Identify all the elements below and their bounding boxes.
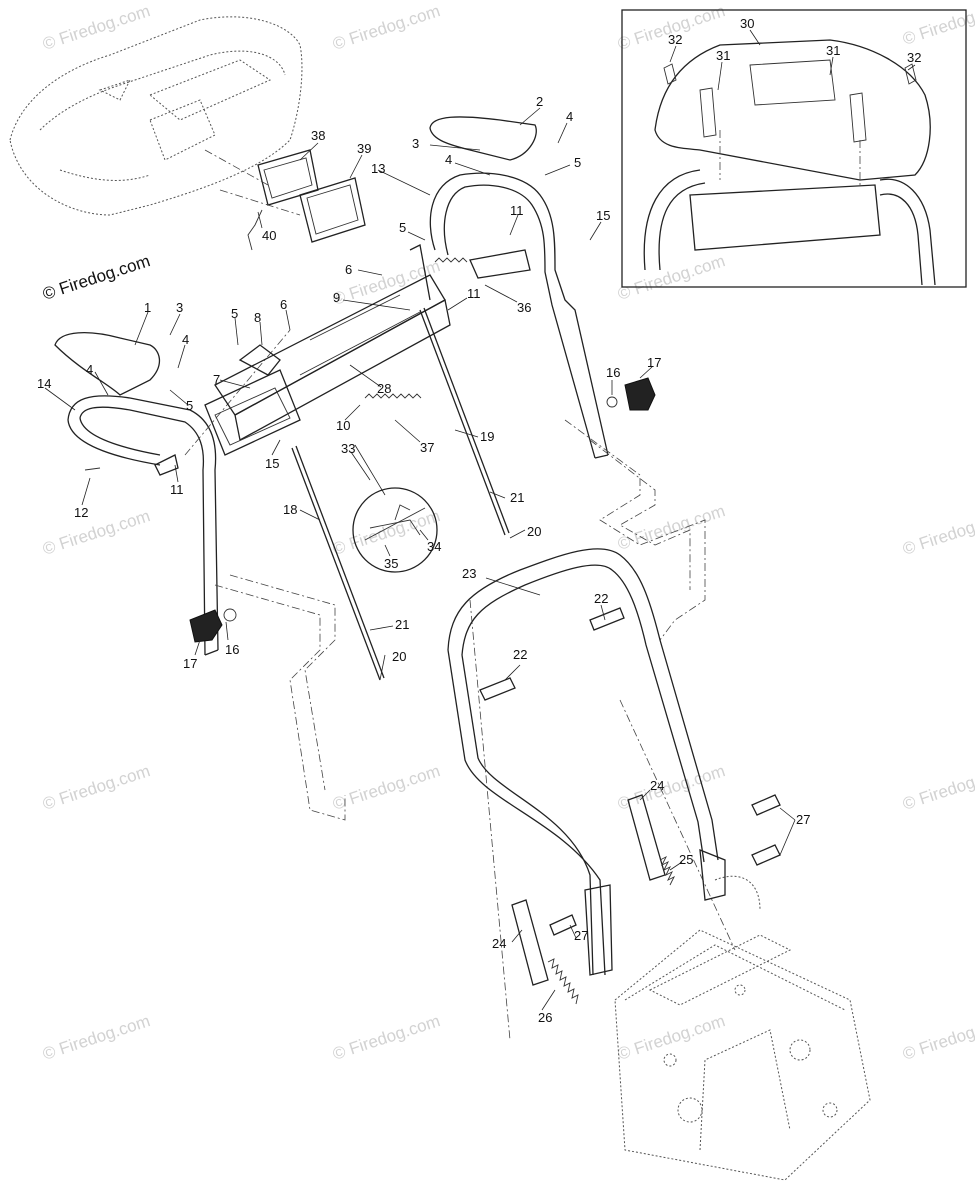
right-handle-assembly bbox=[429, 116, 656, 459]
callout-6: 6 bbox=[280, 297, 287, 312]
watermark: © Firedog.com bbox=[330, 1, 442, 54]
watermark: © Firedog.com bbox=[615, 501, 727, 554]
callout-24: 24 bbox=[492, 936, 506, 951]
callout-26: 26 bbox=[538, 1010, 552, 1025]
callout-11: 11 bbox=[170, 482, 184, 497]
callout-13: 13 bbox=[371, 161, 385, 176]
callout-40: 40 bbox=[262, 228, 276, 243]
callout-21: 21 bbox=[510, 490, 524, 505]
callout-31: 31 bbox=[716, 48, 730, 63]
watermark: © Firedog.com bbox=[40, 1011, 152, 1064]
callout-17: 17 bbox=[183, 656, 197, 671]
detail-inset-circle bbox=[352, 444, 438, 573]
callout-24: 24 bbox=[650, 778, 664, 793]
callout-14: 14 bbox=[37, 376, 51, 391]
callout-5: 5 bbox=[231, 306, 238, 321]
callout-25: 25 bbox=[679, 852, 693, 867]
callout-22: 22 bbox=[594, 591, 608, 606]
brand-label: © Firedog.com bbox=[40, 251, 152, 304]
callout-32: 32 bbox=[668, 32, 682, 47]
callout-39: 39 bbox=[357, 141, 371, 156]
watermark: © Firedog.com bbox=[900, 1011, 975, 1064]
callout-27: 27 bbox=[574, 928, 588, 943]
callout-21: 21 bbox=[395, 617, 409, 632]
callout-33: 33 bbox=[341, 441, 355, 456]
callout-4: 4 bbox=[445, 152, 452, 167]
callout-9: 9 bbox=[333, 290, 340, 305]
callout-11: 11 bbox=[467, 286, 481, 301]
callout-23: 23 bbox=[462, 566, 476, 581]
leader-lines bbox=[44, 29, 916, 1011]
callout-12: 12 bbox=[74, 505, 88, 520]
watermark: © Firedog.com bbox=[615, 251, 727, 304]
callout-16: 16 bbox=[225, 642, 239, 657]
watermark: © Firedog.com bbox=[40, 1, 152, 54]
callout-35: 35 bbox=[384, 556, 398, 571]
callout-16: 16 bbox=[606, 365, 620, 380]
callout-20: 20 bbox=[527, 524, 541, 539]
callout-37: 37 bbox=[420, 440, 434, 455]
callout-6: 6 bbox=[345, 262, 352, 277]
callout-4: 4 bbox=[182, 332, 189, 347]
callout-27: 27 bbox=[796, 812, 810, 827]
callout-5: 5 bbox=[186, 398, 193, 413]
chassis-housing bbox=[614, 875, 871, 1181]
callout-5: 5 bbox=[574, 155, 581, 170]
callout-30: 30 bbox=[740, 16, 754, 31]
left-handle-assembly bbox=[54, 329, 291, 656]
callout-36: 36 bbox=[517, 300, 531, 315]
callout-18: 18 bbox=[283, 502, 297, 517]
callout-17: 17 bbox=[647, 355, 661, 370]
callout-8: 8 bbox=[254, 310, 261, 325]
callout-19: 19 bbox=[480, 429, 494, 444]
watermark: © Firedog.com bbox=[615, 761, 727, 814]
callout-5: 5 bbox=[399, 220, 406, 235]
callout-10: 10 bbox=[336, 418, 350, 433]
engine-housing-outline bbox=[9, 16, 303, 216]
callout-3: 3 bbox=[176, 300, 183, 315]
control-panel-bar bbox=[204, 244, 510, 681]
watermark: © Firedog.com bbox=[40, 761, 152, 814]
watermark: © Firedog.com bbox=[900, 761, 975, 814]
callout-22: 22 bbox=[513, 647, 527, 662]
watermark: © Firedog.com bbox=[330, 761, 442, 814]
callout-28: 28 bbox=[377, 381, 391, 396]
callout-4: 4 bbox=[86, 362, 93, 377]
callout-3: 3 bbox=[412, 136, 419, 151]
lower-handle bbox=[447, 548, 781, 1005]
watermark: © Firedog.com bbox=[40, 506, 152, 559]
inset-detail-box bbox=[621, 9, 967, 288]
callout-4: 4 bbox=[566, 109, 573, 124]
callout-11: 11 bbox=[510, 203, 524, 218]
callout-31: 31 bbox=[826, 43, 840, 58]
routing-lines bbox=[214, 419, 736, 1041]
callout-labels: 1 2 3 3 4 4 4 4 5 5 5 5 6 6 7 8 9 10 11 … bbox=[37, 16, 921, 1025]
watermark: © Firedog.com bbox=[900, 506, 975, 559]
watermark: © Firedog.com bbox=[900, 0, 975, 49]
callout-34: 34 bbox=[427, 539, 441, 554]
callout-1: 1 bbox=[144, 300, 151, 315]
watermark: © Firedog.com bbox=[330, 1011, 442, 1064]
watermark: © Firedog.com bbox=[615, 1011, 727, 1064]
headlight-assembly bbox=[204, 149, 366, 251]
callout-20: 20 bbox=[392, 649, 406, 664]
watermark: © Firedog.com bbox=[330, 506, 442, 559]
callout-32: 32 bbox=[907, 50, 921, 65]
callout-7: 7 bbox=[213, 372, 220, 387]
callout-38: 38 bbox=[311, 128, 325, 143]
callout-2: 2 bbox=[536, 94, 543, 109]
callout-15: 15 bbox=[596, 208, 610, 223]
callout-15: 15 bbox=[265, 456, 279, 471]
